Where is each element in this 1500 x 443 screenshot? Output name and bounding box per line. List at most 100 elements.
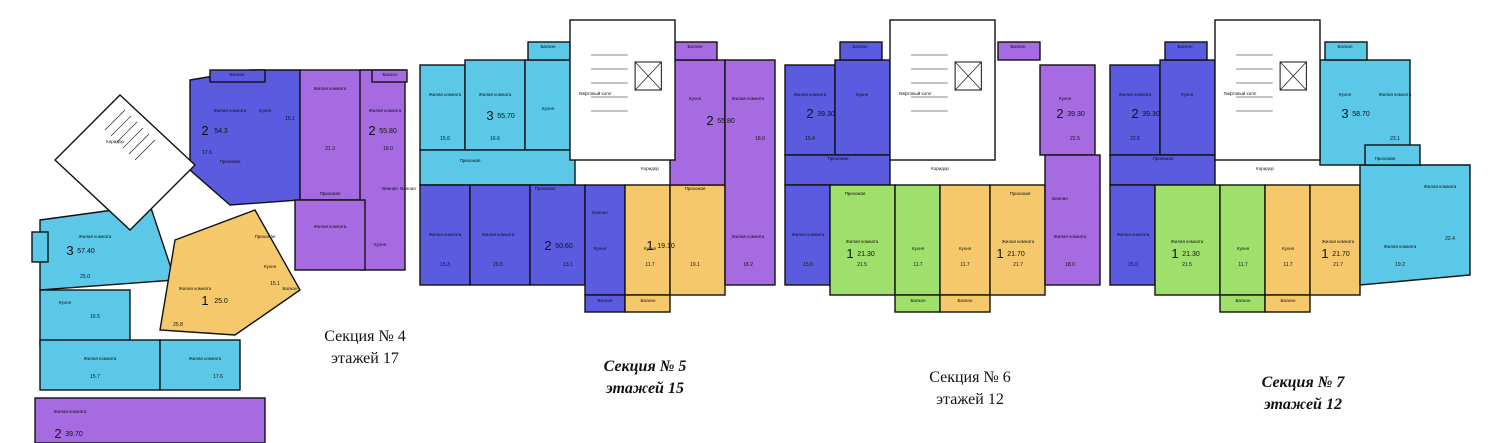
s6-balcony-top — [839, 41, 883, 61]
room-label: Прихожая — [685, 186, 706, 191]
apartment-area: 39.30 — [1142, 111, 1160, 118]
s4-apt-left — [39, 204, 176, 291]
section-6-caption: Секция № 6 этажей 12 — [905, 367, 1035, 411]
s7-living-c2 — [1359, 164, 1471, 286]
room-label: Жилая комната — [1424, 184, 1457, 189]
section-4-floors: этажей 17 — [331, 350, 399, 367]
apartment-area: 39.30 — [817, 111, 835, 118]
apartment-area: 25.0 — [214, 298, 228, 305]
room-label: Жилая комната — [1054, 234, 1087, 239]
room-label: Жилая комната — [54, 409, 87, 414]
apartment-area: 21.30 — [857, 251, 875, 258]
room-label: Жилая комната — [314, 224, 347, 229]
s5-living-1 — [419, 64, 466, 151]
s4-balcony-top — [209, 69, 266, 83]
room-label: Лифтовый холл — [1224, 90, 1257, 96]
section-4-caption: Секция № 4 этажей 17 — [300, 326, 430, 370]
s7-kitchen — [1159, 59, 1216, 156]
room-area: 19.2 — [1395, 262, 1405, 268]
room-area: 22.5 — [1070, 136, 1080, 142]
section-7-caption: Секция № 7 этажей 12 — [1238, 372, 1368, 416]
lift-shaft — [954, 61, 982, 91]
s7-balcony-top-r — [1324, 41, 1368, 61]
apartment-rooms: 3 — [1341, 106, 1348, 121]
apartment-area: 54.3 — [214, 128, 228, 135]
stair-cores-layer — [104, 19, 1321, 161]
s6-kitchen — [834, 59, 891, 156]
room-label: Балкон — [640, 298, 656, 303]
room-label: Прихожая — [1153, 156, 1174, 161]
room-label: Жилая комната — [1384, 244, 1417, 249]
s4-apt-1room — [159, 209, 301, 336]
apartment-area: 19.10 — [657, 243, 675, 250]
room-label: Кухня — [644, 246, 657, 251]
section-7-floors: этажей 12 — [1264, 396, 1342, 413]
s4-lower-living-right — [159, 339, 241, 391]
apartment-rooms: 1 — [1171, 246, 1178, 261]
s7-balcony-top — [1164, 41, 1208, 61]
apartment-rooms: 2 — [544, 238, 551, 253]
room-label: Жилая комната — [1379, 92, 1412, 97]
s7-kitchen-g — [1219, 184, 1266, 296]
section-5-number: Секция № 5 — [603, 358, 687, 375]
apartment-area: 39.30 — [1067, 111, 1085, 118]
room-label: Коридор — [1256, 166, 1274, 171]
room-area: 11.7 — [1283, 262, 1293, 268]
room-label: Жилая комната — [1119, 92, 1152, 97]
apartment-rooms: 1 — [646, 238, 653, 253]
room-label: Кухня — [259, 108, 272, 113]
s4-lower-living — [39, 339, 161, 391]
room-label: Балкон — [282, 286, 298, 291]
room-area: 15.0 — [803, 262, 813, 268]
room-label: Жилая комната — [479, 92, 512, 97]
apartment-rooms: 2 — [1131, 106, 1138, 121]
section-4-number: Секция № 4 — [324, 328, 406, 345]
s4-core — [53, 94, 197, 231]
lift-cross — [954, 61, 982, 91]
apartment-area: 58.70 — [1352, 111, 1370, 118]
room-label: Кухня — [594, 246, 607, 251]
room-label: Жилая комната — [792, 232, 825, 237]
room-area: 11.7 — [913, 262, 923, 268]
lift-shaft — [1279, 61, 1307, 91]
s5-kitchen-y — [624, 184, 671, 296]
s6-living-p2 — [1044, 154, 1101, 286]
room-label: Балкон — [540, 44, 556, 49]
room-label: Кухня — [374, 242, 387, 247]
stair-step — [134, 139, 156, 161]
room-label: Кухня — [689, 96, 702, 101]
s7-hall-c — [1364, 144, 1421, 166]
apartment-rooms: 1 — [201, 293, 208, 308]
room-area: 15.0 — [1128, 262, 1138, 268]
stair-step — [128, 133, 150, 155]
s7-living-g — [1154, 184, 1221, 296]
room-label: Балкон — [1177, 44, 1193, 49]
section-6-number: Секция № 6 — [929, 369, 1011, 386]
s6-living-2 — [784, 184, 831, 286]
room-area: 15.3 — [440, 262, 450, 268]
room-area: 21.5 — [1182, 262, 1192, 268]
s4-bottom-apt — [34, 397, 266, 443]
apartment-rooms: 2 — [54, 426, 61, 441]
room-area: 22.4 — [1445, 236, 1455, 242]
room-label: Балкон — [229, 72, 245, 77]
lift-cross — [634, 61, 662, 91]
room-label: Прихожая — [1375, 156, 1396, 161]
s4-balcony-left — [31, 231, 49, 263]
room-label: Балкон — [910, 298, 926, 303]
apartment-rooms: 3 — [486, 108, 493, 123]
room-label: Балкон — [1280, 298, 1296, 303]
s5-living-4 — [469, 184, 531, 286]
room-label: Кухня — [912, 246, 925, 251]
room-label: Жилая комната — [179, 286, 212, 291]
room-label: Жилая комната — [1002, 239, 1035, 244]
section-6-floors: этажей 12 — [936, 391, 1004, 408]
apartment-area: 50.60 — [555, 243, 573, 250]
s6-kitchen-y — [939, 184, 991, 296]
room-area: 11.7 — [645, 262, 655, 268]
apartment-area: 57.40 — [77, 248, 95, 255]
room-label: Балкон — [957, 298, 973, 303]
room-label: Жилая комната — [189, 356, 222, 361]
room-area: 17.6 — [213, 374, 223, 380]
